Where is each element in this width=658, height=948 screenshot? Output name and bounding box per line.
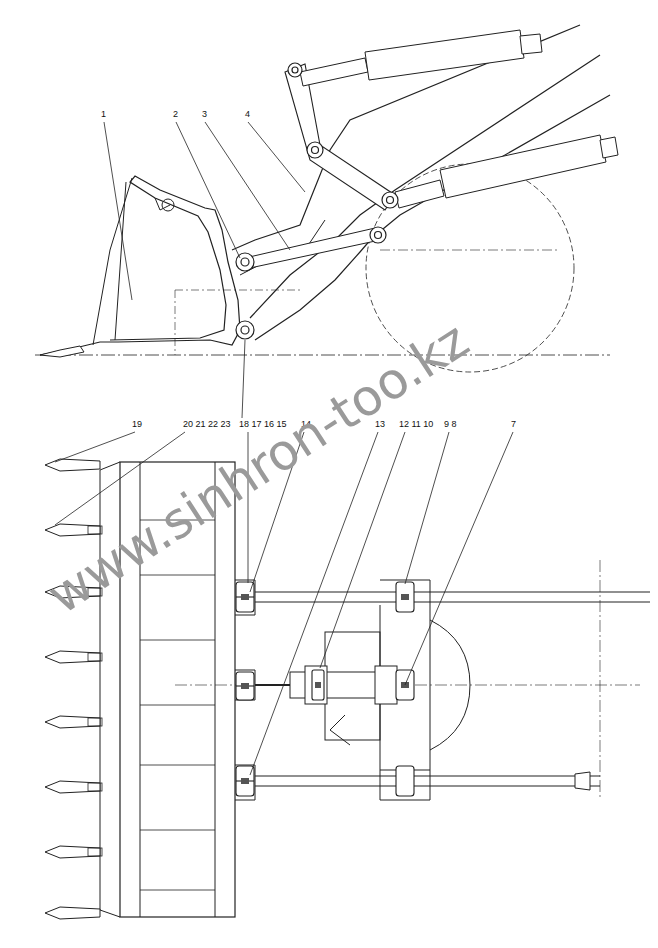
- callout-number: 9 8: [443, 420, 458, 429]
- leader-line: [55, 432, 135, 462]
- callout-number: 7: [510, 420, 517, 429]
- callout-number: 19: [131, 420, 143, 429]
- callout-number: 20 21 22 23: [182, 420, 232, 429]
- callout-number: 4: [244, 110, 251, 119]
- leader-line: [242, 340, 245, 418]
- leader-line: [104, 122, 132, 300]
- leader-line: [405, 432, 449, 584]
- callout-number: 1: [100, 110, 107, 119]
- leader-line: [405, 432, 513, 685]
- callout-number: 3: [201, 110, 208, 119]
- callout-number: 2: [172, 110, 179, 119]
- leader-line: [248, 122, 305, 192]
- leader-line: [176, 122, 240, 258]
- leader-line: [205, 122, 290, 250]
- leader-line: [320, 432, 405, 668]
- callout-number: 12 11 10: [398, 420, 434, 429]
